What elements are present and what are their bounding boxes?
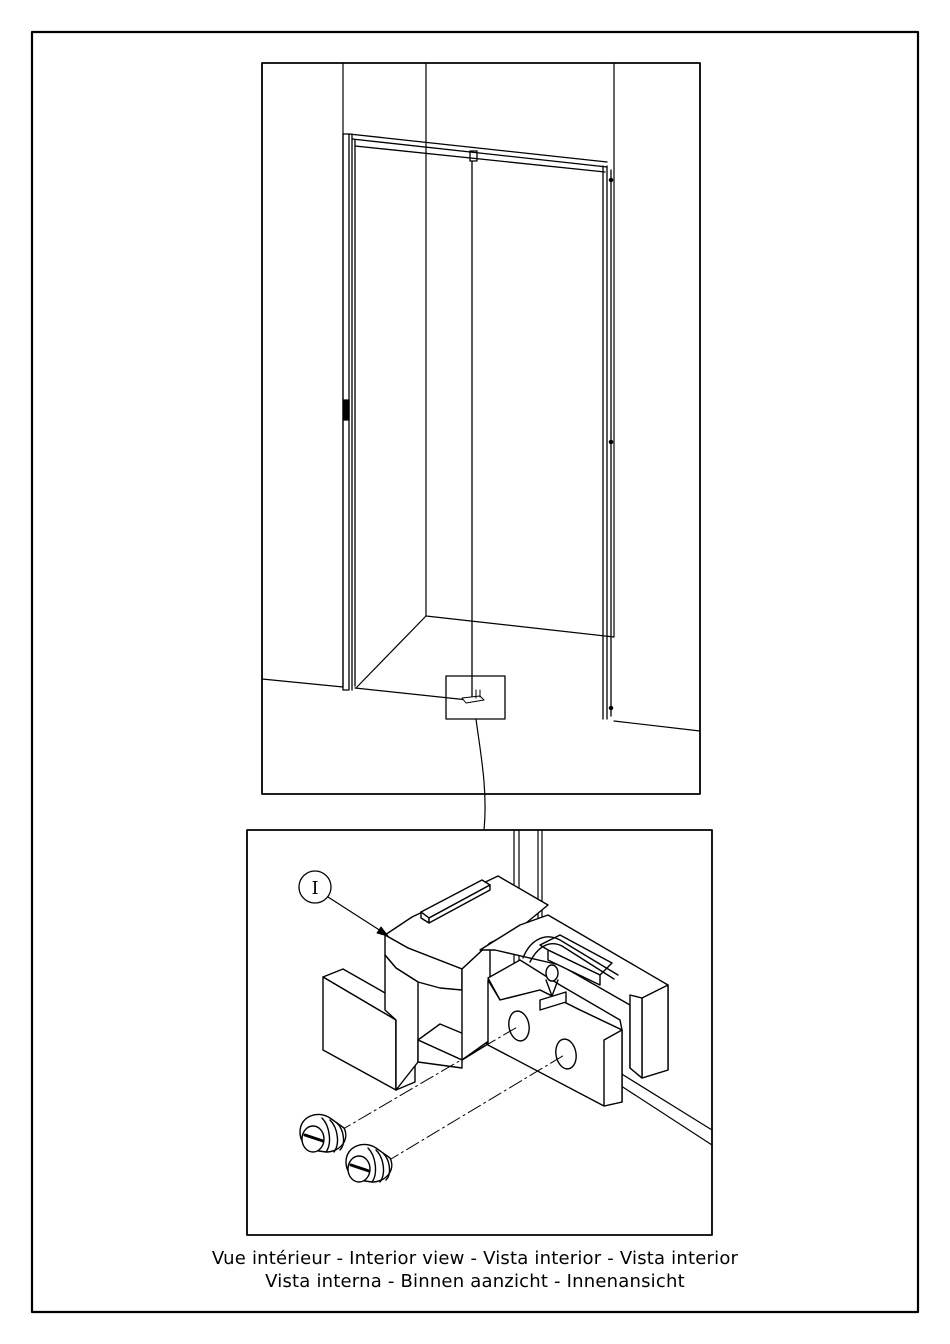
caption-line-1: Vue intérieur - Interior view - Vista in…	[0, 1248, 950, 1269]
shower-door	[343, 134, 613, 719]
room-walls	[262, 63, 700, 731]
detail-panel: I	[247, 830, 712, 1235]
overview-frame	[262, 63, 700, 794]
callout-leader	[328, 897, 384, 933]
callout-label: I	[311, 878, 318, 899]
floor-line	[612, 1068, 712, 1145]
detail-leader	[476, 719, 485, 830]
guide-side-block	[480, 915, 668, 1106]
grub-screw-1	[300, 1114, 346, 1152]
grub-screw-2	[346, 1144, 392, 1182]
overview-panel	[262, 63, 700, 794]
guide-mini	[462, 690, 484, 703]
caption-line-2: Vista interna - Binnen aanzicht - Innena…	[0, 1271, 950, 1292]
page-frame	[32, 32, 918, 1312]
callout-arrowhead	[377, 927, 388, 936]
